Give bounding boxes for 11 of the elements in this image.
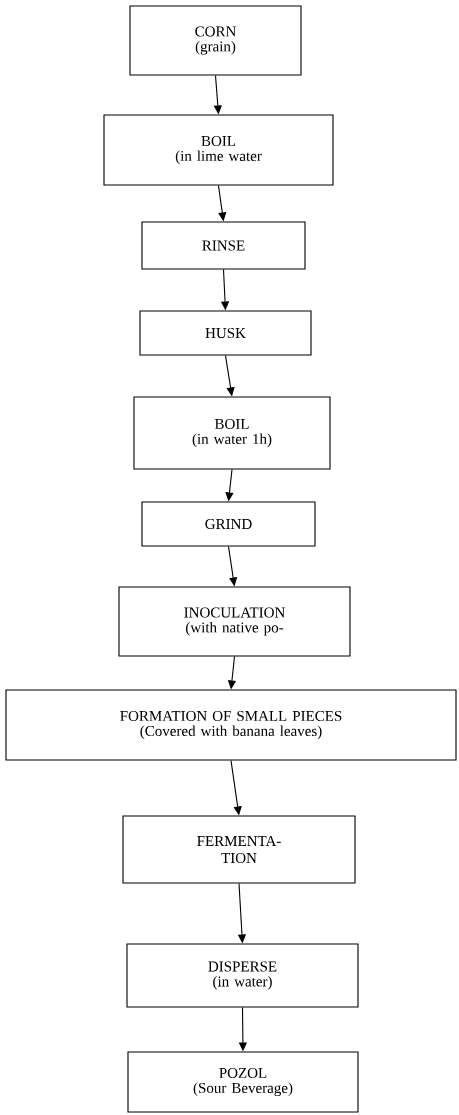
process-box: DISPERSE (in water) — [126, 943, 359, 1008]
process-box: CORN (grain) — [129, 5, 302, 76]
process-box: INOCULATION (with native po- — [118, 586, 351, 657]
process-box: BOIL (in water 1h) — [133, 396, 331, 470]
process-box: RINSE — [141, 221, 306, 270]
process-box: POZOL (Sour Beverage) — [127, 1051, 359, 1113]
process-box: FERMENTA- TION — [122, 815, 356, 884]
process-box: BOIL (in lime water — [103, 114, 334, 186]
process-box: HUSK — [139, 310, 312, 356]
process-box: FORMATION OF SMALL PIECES (Covered with banana leaves) — [5, 689, 457, 761]
process-box: GRIND — [141, 501, 316, 547]
